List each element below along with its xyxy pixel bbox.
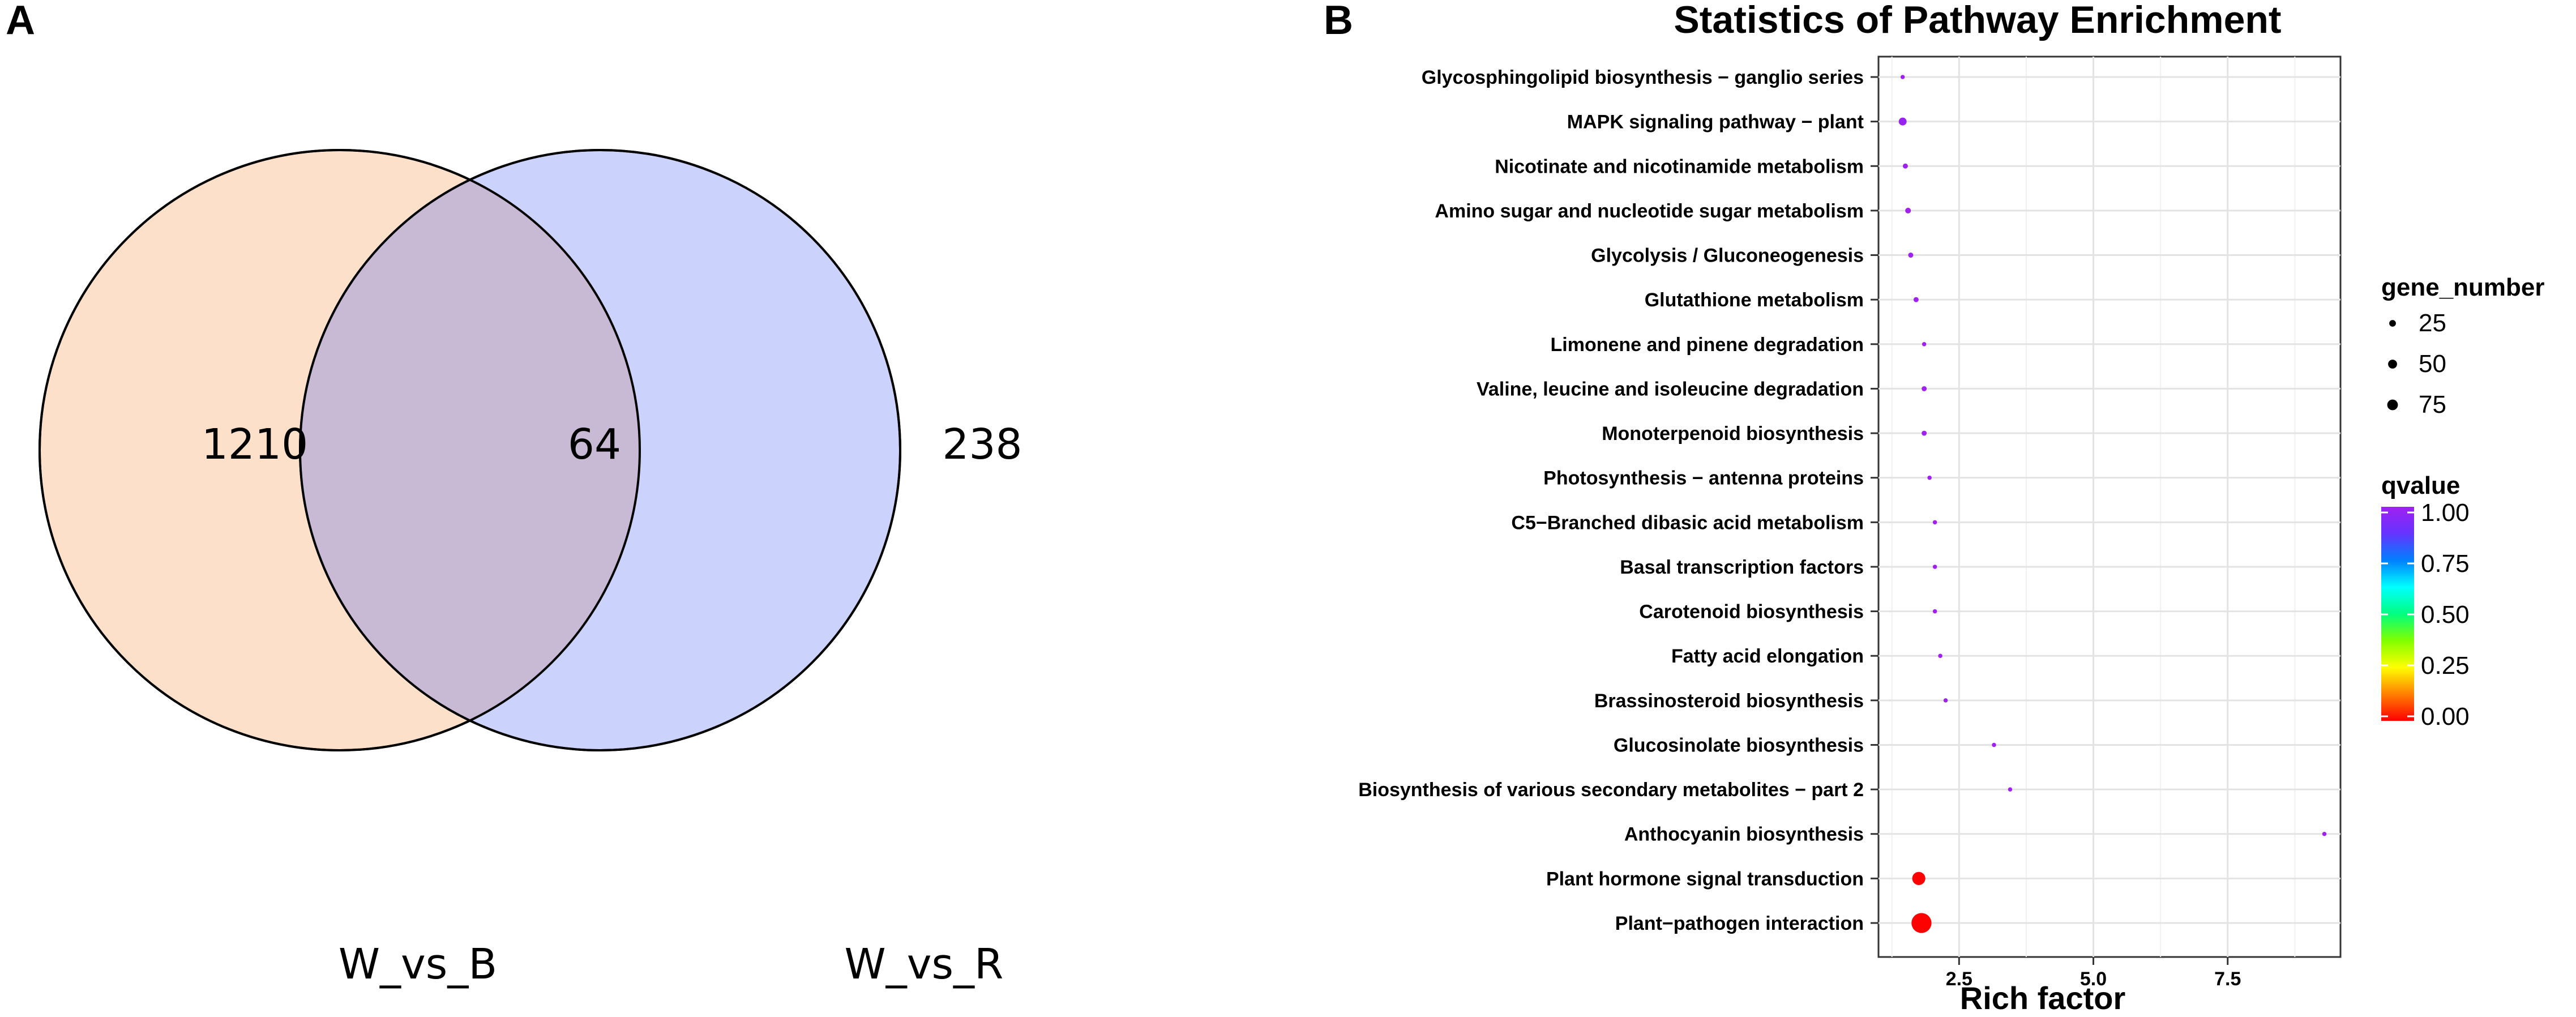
category-label: Amino sugar and nucleotide sugar metabol… [1435, 200, 1864, 222]
venn-count-overlap: 64 [568, 420, 621, 469]
venn-count-left: 1210 [202, 420, 308, 469]
venn-left-outline [38, 149, 641, 751]
category-label: Plant−pathogen interaction [1615, 913, 1864, 934]
x-axis-title: Rich factor [1960, 980, 2126, 1016]
data-point [1898, 117, 1907, 126]
size-legend-dot [2389, 320, 2396, 327]
category-label: Plant hormone signal transduction [1546, 868, 1864, 890]
category-label: Glycolysis / Gluconeogenesis [1591, 245, 1864, 267]
data-point [1922, 342, 1927, 347]
category-label: Fatty acid elongation [1671, 646, 1864, 667]
category-label: Nicotinate and nicotinamide metabolism [1495, 156, 1864, 177]
category-label: Limonene and pinene degradation [1551, 334, 1864, 356]
data-point [1938, 653, 1942, 658]
data-point [1992, 742, 1996, 747]
venn-label-left: W_vs_B [339, 940, 497, 989]
category-label: Biosynthesis of various secondary metabo… [1358, 779, 1864, 801]
data-point [1912, 871, 1925, 885]
data-point [1927, 475, 1932, 480]
category-label: C5−Branched dibasic acid metabolism [1511, 512, 1864, 533]
data-point [1922, 386, 1927, 391]
category-label: Valine, leucine and isoleucine degradati… [1477, 378, 1864, 400]
data-point [1911, 913, 1932, 933]
data-point [1908, 253, 1914, 258]
data-point [2008, 787, 2013, 792]
data-point [1902, 163, 1908, 169]
data-point [1900, 75, 1905, 79]
category-label: Glucosinolate biosynthesis [1614, 734, 1864, 756]
category-label: Anthocyanin biosynthesis [1624, 824, 1864, 845]
venn-overlap [300, 150, 640, 750]
plot-area [1877, 55, 2342, 958]
x-tick-label: 2.5 [1946, 968, 1972, 990]
colorbar-tick-label: 0.75 [2421, 550, 2470, 578]
data-point [1932, 565, 1937, 569]
venn-right-outline [299, 149, 901, 751]
panel-b-letter: B [1324, 0, 1353, 43]
size-legend-label: 50 [2419, 350, 2446, 378]
category-label: Brassinosteroid biosynthesis [1594, 690, 1864, 712]
data-points [1898, 75, 2327, 933]
x-ticks: 2.5 5.0 7.5 [1946, 957, 2241, 990]
colorbar-tick-label: 0.25 [2421, 652, 2470, 680]
category-label: Carotenoid biosynthesis [1639, 601, 1864, 623]
color-legend-title: qvalue [2381, 472, 2460, 499]
size-legend-label: 25 [2419, 309, 2446, 337]
category-label: Basal transcription factors [1620, 557, 1864, 578]
colorbar-tick-label: 0.50 [2421, 601, 2470, 629]
data-point [1932, 520, 1937, 525]
size-legend-label: 75 [2419, 391, 2446, 418]
data-point [2322, 831, 2327, 836]
size-legend-title: gene_number [2381, 274, 2545, 301]
size-legend-dot [2387, 399, 2398, 411]
category-label: Photosynthesis − antenna proteins [1543, 468, 1864, 489]
category-label: Monoterpenoid biosynthesis [1602, 423, 1864, 445]
data-point [1932, 609, 1937, 614]
data-point [1905, 207, 1911, 213]
color-legend: qvalue 1.00 0.75 0.50 0.25 0.00 [2381, 472, 2470, 730]
enrichment-panel: B Statistics of Pathway Enrichment Glyco… [1324, 0, 2545, 1016]
data-point [1922, 430, 1927, 436]
category-label: Glutathione metabolism [1645, 289, 1864, 311]
colorbar-tick-label: 0.00 [2421, 703, 2470, 730]
data-point [1943, 698, 1948, 703]
colorbar-tick-label: 1.00 [2421, 499, 2470, 527]
gridlines [1878, 57, 2340, 957]
venn-label-right: W_vs_R [845, 940, 1004, 989]
x-tick-label: 5.0 [2080, 968, 2107, 990]
size-legend-dot [2388, 360, 2397, 369]
data-point [1913, 297, 1919, 302]
venn-panel: A 1210 64 238 W_vs_B W_vs_R [6, 0, 1022, 989]
category-label: Glycosphingolipid biosynthesis − ganglio… [1422, 67, 1864, 88]
panel-a-letter: A [6, 0, 35, 43]
venn-count-right: 238 [942, 420, 1022, 469]
chart-title: Statistics of Pathway Enrichment [1674, 0, 2281, 41]
size-legend: gene_number 25 50 75 [2381, 274, 2545, 418]
x-tick-label: 7.5 [2214, 968, 2241, 990]
category-labels: Glycosphingolipid biosynthesis − ganglio… [1358, 67, 1878, 934]
category-label: MAPK signaling pathway − plant [1567, 112, 1864, 133]
